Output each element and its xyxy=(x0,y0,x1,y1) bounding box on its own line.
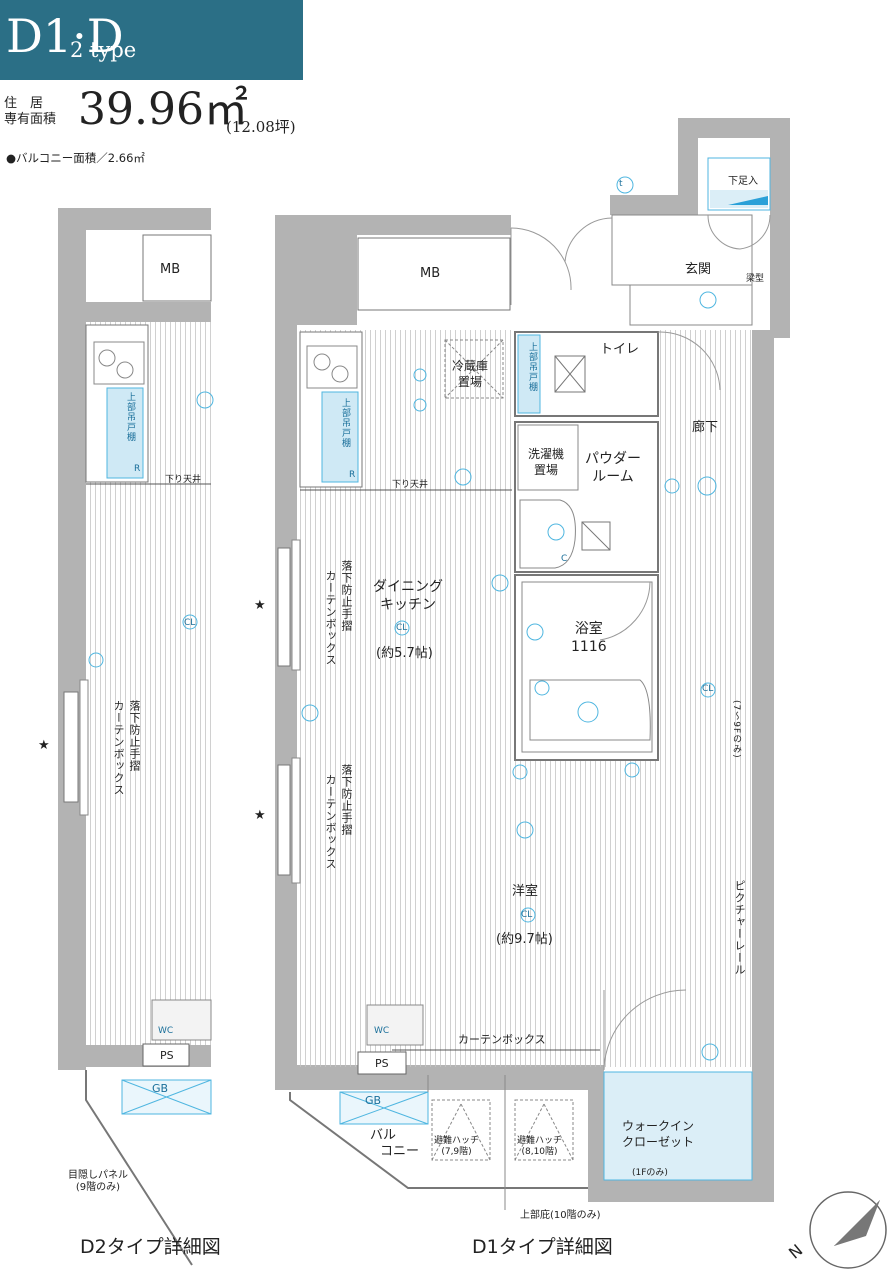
d1-curtain-box-1: カーテンボックス xyxy=(324,570,337,666)
d1-fall-guard-2: 落下防止手摺 xyxy=(340,764,353,836)
d2-lowered-ceiling-label: 下り天井 xyxy=(165,475,202,485)
d1-wall-entrance-top xyxy=(610,195,685,215)
d1-hatch-2-label: 避難ハッチ (8,10階) xyxy=(517,1136,563,1157)
d1-caption: D1タイプ詳細図 xyxy=(472,1236,613,1258)
d2-wall-left xyxy=(58,208,86,1070)
compass-icon xyxy=(809,1191,887,1269)
d1-picture-rail-label: ピクチャーレール xyxy=(733,880,746,976)
area-value: 39.96㎡ xyxy=(78,84,248,135)
d1-wall-right-top xyxy=(770,118,790,338)
d1-dining-label: ダイニング キッチン xyxy=(373,579,443,613)
d1-shoe-box-label: 下足入 xyxy=(728,176,758,187)
d2-window xyxy=(63,691,79,803)
d2-screen-panel-label: 目隠しパネル (9階のみ) xyxy=(68,1170,128,1193)
d1-fridge-label: 冷蔵庫 置場 xyxy=(452,359,489,389)
d1-washer-label: 洗濯機 置場 xyxy=(528,447,565,477)
area-tsubo: (12.08坪) xyxy=(226,118,296,136)
d1-bath-label: 浴室 1116 xyxy=(571,621,607,655)
d1-wall-closet-bottom xyxy=(588,1180,774,1202)
d1-toilet-cabinet-label: 上部吊戸棚 xyxy=(527,342,537,392)
d1-fall-guard-1: 落下防止手摺 xyxy=(340,560,353,632)
d1-dining-size: (約5.7帖) xyxy=(376,646,433,661)
d1-mb-label: MB xyxy=(420,266,441,281)
d1-hallway-label: 廊下 xyxy=(692,420,719,435)
d1-curtain-box-2: カーテンボックス xyxy=(324,774,337,870)
d1-r-label: R xyxy=(349,470,356,480)
type-title: D1·D xyxy=(6,9,124,63)
d1-mb-box xyxy=(357,237,511,311)
d2-gb-label: GB xyxy=(152,1082,169,1095)
d1-bathtub xyxy=(529,679,651,741)
d1-upper-cabinet xyxy=(321,391,359,483)
d1-wall-top xyxy=(275,215,511,235)
d1-wall-right xyxy=(752,330,774,1200)
d1-star-1: ★ xyxy=(254,598,266,613)
type-subtitle: 2 type xyxy=(70,38,137,62)
d2-cl-label: CL xyxy=(184,618,196,628)
d2-caption: D2タイプ詳細図 xyxy=(80,1236,221,1258)
d1-ps-label: PS xyxy=(375,1057,389,1070)
d1-walk-in-closet xyxy=(603,1071,753,1181)
d2-balcony-edge xyxy=(85,1070,193,1266)
d1-washer-space xyxy=(517,424,579,491)
d1-upper-eave-label: 上部庇(10階のみ) xyxy=(520,1210,601,1221)
d1-dining-cl-label: CL xyxy=(396,623,408,633)
d2-star: ★ xyxy=(38,738,50,753)
d1-closet-label: ウォークイン クローゼット xyxy=(622,1119,695,1149)
d1-toilet-label: トイレ xyxy=(600,342,640,357)
d2-wc-label: WC xyxy=(158,1026,174,1036)
d2-ps-box xyxy=(142,1043,190,1067)
d1-lowered-ceiling-label: 下り天井 xyxy=(392,480,429,490)
d1-floor-note: (7～9Fのみ) xyxy=(731,700,741,759)
balcony-area: ●バルコニー面積／2.66㎡ xyxy=(6,151,145,165)
d2-mb-box xyxy=(142,234,212,302)
d1-ps-box xyxy=(357,1051,407,1075)
d1-balcony-edge xyxy=(289,1092,588,1189)
type-banner: D1·D 2 type xyxy=(0,0,303,80)
d1-western-size: (約9.7帖) xyxy=(496,932,553,947)
d1-western-label: 洋室 xyxy=(512,884,539,899)
d1-balcony-label: バル コニー xyxy=(370,1128,420,1159)
d1-upper-cabinet-label: 上部吊戸棚 xyxy=(340,398,350,448)
d2-fall-guard-label: 落下防止手摺 xyxy=(128,700,141,772)
area-label: 住 居 専有面積 xyxy=(4,96,57,127)
d2-upper-cabinet xyxy=(106,387,144,479)
d2-mb-label: MB xyxy=(160,262,181,277)
d1-t-label: t xyxy=(619,179,623,189)
d1-entrance-label: 玄関 xyxy=(685,262,712,277)
d1-gb-label: GB xyxy=(365,1094,382,1107)
d1-fridge-space xyxy=(444,339,504,399)
d2-upper-cabinet-label: 上部吊戸棚 xyxy=(125,392,135,442)
d1-hatch-1 xyxy=(431,1099,491,1161)
d1-plan xyxy=(275,118,887,1269)
d2-wall-mb xyxy=(86,302,211,322)
d2-wall-top xyxy=(58,208,211,230)
d1-floor-west xyxy=(513,760,658,1067)
d1-entrance xyxy=(611,214,753,286)
d1-step-area xyxy=(629,284,753,326)
d2-ps-label: PS xyxy=(160,1049,174,1062)
d1-window-2 xyxy=(277,764,291,876)
d1-closet-note: (1Fのみ) xyxy=(632,1168,668,1178)
d1-hall-cl-label: CL xyxy=(702,684,714,694)
d1-c-label: C xyxy=(561,554,568,564)
d1-wall-entrance-outer xyxy=(678,118,788,138)
d1-hatch-1-label: 避難ハッチ (7,9階) xyxy=(434,1136,480,1157)
d2-wc-box xyxy=(151,999,212,1041)
d1-beam-label: 梁型 xyxy=(746,274,765,284)
d1-window-1 xyxy=(277,547,291,667)
d1-star-2: ★ xyxy=(254,808,266,823)
d1-curtain-box-label: カーテンボックス xyxy=(458,1033,546,1046)
d1-western-cl-label: CL xyxy=(521,910,533,920)
d2-plan xyxy=(58,208,214,1266)
d2-r-label: R xyxy=(134,464,141,474)
d1-floor-hall xyxy=(658,330,752,1067)
d1-powder-room-label: パウダー ルーム xyxy=(585,451,641,485)
d2-curtain-box-label: カーテンボックス xyxy=(112,700,125,796)
d1-wall-bottom xyxy=(275,1065,595,1090)
d1-wc-label: WC xyxy=(374,1026,390,1036)
d1-hatch-2 xyxy=(514,1099,574,1161)
